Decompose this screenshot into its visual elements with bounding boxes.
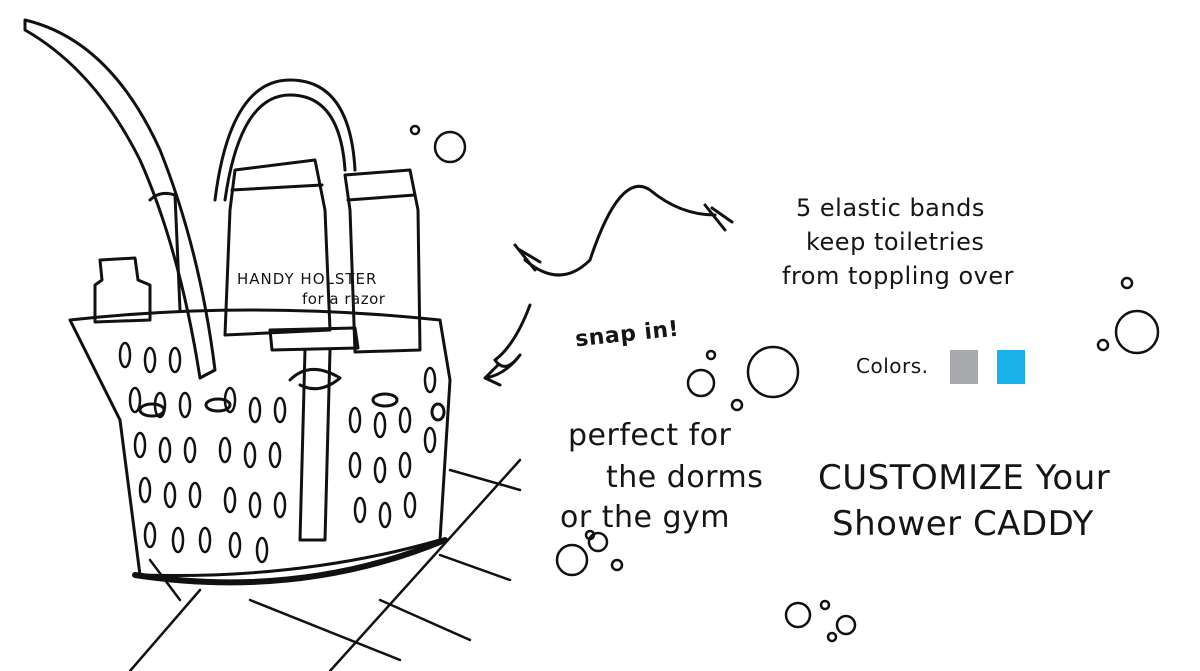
colors-label: Colors.	[856, 354, 929, 378]
color-swatch-blue	[997, 350, 1025, 384]
holster-label: HANDY HOLSTER	[237, 270, 378, 288]
bands-text-2: keep toiletries	[806, 228, 985, 256]
elastic-band	[523, 184, 717, 277]
perfect-text-1: perfect for	[568, 418, 732, 453]
bands-text-1: 5 elastic bands	[796, 194, 985, 222]
basket-holes	[118, 341, 437, 564]
bottle-2	[343, 168, 422, 354]
razor	[268, 326, 360, 352]
bottle-3	[93, 256, 152, 324]
holster-sublabel: for a razor	[302, 290, 386, 308]
color-swatch-gray	[950, 350, 978, 384]
customize-title-1: CUSTOMIZE Your	[818, 458, 1111, 498]
snap-arrow	[483, 303, 532, 387]
perfect-text-3: or the gym	[560, 500, 731, 535]
bubbles	[409, 124, 1160, 643]
caddy-handle	[23, 18, 217, 380]
basket	[68, 308, 452, 578]
floor-tiles	[128, 458, 522, 671]
customize-title-2: Shower CADDY	[832, 504, 1094, 544]
perfect-text-2: the dorms	[606, 460, 764, 495]
bands-text-3: from toppling over	[782, 262, 1014, 290]
